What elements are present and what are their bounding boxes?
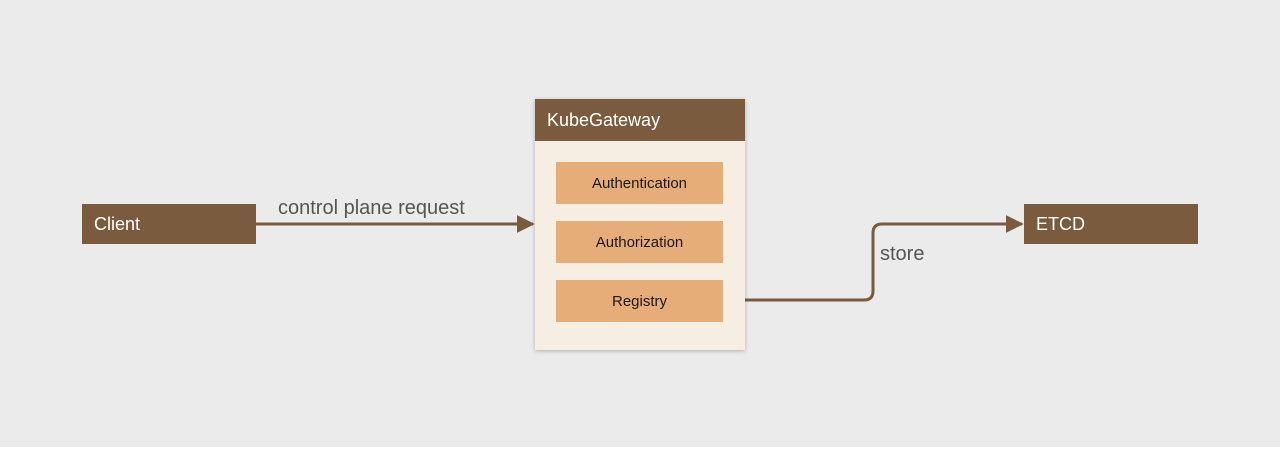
registry-label: Registry <box>611 292 667 310</box>
authentication-module: Authentication <box>556 162 723 204</box>
authentication-label: Authentication <box>591 174 688 192</box>
etcd-label: ETCD <box>1036 213 1085 234</box>
edge-registry-to-etcd <box>725 215 1024 309</box>
etcd-node: ETCD <box>1024 204 1198 244</box>
client-node: Client <box>82 204 256 244</box>
kubegateway-container: KubeGateway Authentication Authorization… <box>535 99 745 350</box>
authorization-module: Authorization <box>556 221 723 263</box>
client-label: Client <box>94 213 141 234</box>
edge-label-control-plane-request: control plane request <box>278 197 465 219</box>
registry-module: Registry <box>556 280 723 322</box>
kubegateway-header: KubeGateway <box>535 99 745 141</box>
kubegateway-title: KubeGateway <box>547 109 661 130</box>
edge-label-store: store <box>880 243 925 265</box>
authorization-label: Authorization <box>595 233 684 251</box>
